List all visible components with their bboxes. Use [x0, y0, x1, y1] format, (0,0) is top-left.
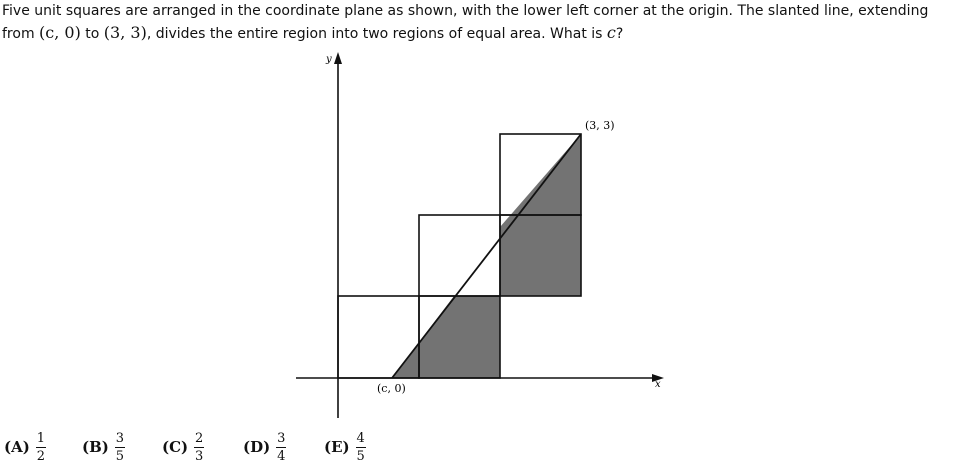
choice-fraction: 3 5 [114, 430, 125, 464]
question-part-2: to [80, 26, 104, 42]
square-2-2 [499, 133, 582, 216]
math-point-33: (3, 3) [103, 23, 147, 42]
choice-a[interactable]: (A) 1 2 [4, 426, 46, 468]
denominator: 2 [36, 448, 45, 464]
y-axis-label: y [325, 54, 332, 65]
choice-e[interactable]: (E) 4 5 [324, 426, 366, 468]
point-end-label: (3, 3) [585, 119, 615, 132]
fraction-bar [35, 446, 46, 448]
denominator: 5 [356, 448, 365, 464]
choice-fraction: 3 4 [276, 430, 287, 464]
choice-d[interactable]: (D) 3 4 [243, 426, 287, 468]
choice-label: (A) [4, 438, 30, 456]
question-part-3: , divides the entire region into two reg… [146, 26, 607, 42]
x-axis-arrow-icon [652, 374, 664, 382]
denominator: 3 [195, 448, 204, 464]
numerator: 2 [195, 430, 204, 446]
choice-label: (C) [162, 438, 189, 456]
choice-label: (B) [82, 438, 109, 456]
fraction-bar [276, 446, 287, 448]
denominator: 4 [277, 448, 286, 464]
y-axis-arrow-icon [334, 52, 342, 64]
math-variable-c: c [606, 23, 616, 42]
fraction-bar [194, 446, 205, 448]
choice-c[interactable]: (C) 2 3 [162, 426, 205, 468]
question-part-4: ? [615, 26, 624, 42]
numerator: 4 [356, 430, 365, 446]
choice-label: (E) [324, 438, 350, 456]
math-point-c0: (c, 0) [39, 23, 81, 42]
fraction-bar [114, 446, 125, 448]
numerator: 3 [115, 430, 125, 446]
numerator: 3 [277, 430, 286, 446]
slanted-line [391, 133, 582, 379]
choice-b[interactable]: (B) 3 5 [82, 426, 125, 468]
choice-fraction: 4 5 [355, 430, 366, 464]
question-text: Five unit squares are arranged in the co… [2, 1, 958, 45]
choice-label: (D) [243, 438, 271, 456]
answer-choices: (A) 1 2 (B) 3 5 (C) 2 3 (D) 3 4 (E) [0, 426, 958, 468]
numerator: 1 [36, 430, 45, 446]
fraction-bar [355, 446, 366, 448]
denominator: 5 [115, 448, 125, 464]
choice-fraction: 2 3 [194, 430, 205, 464]
question-part-1: Five unit squares are arranged in the co… [2, 3, 929, 42]
choice-fraction: 1 2 [35, 430, 46, 464]
point-start-label: (c, 0) [377, 382, 406, 395]
x-axis-label: x [655, 379, 661, 390]
